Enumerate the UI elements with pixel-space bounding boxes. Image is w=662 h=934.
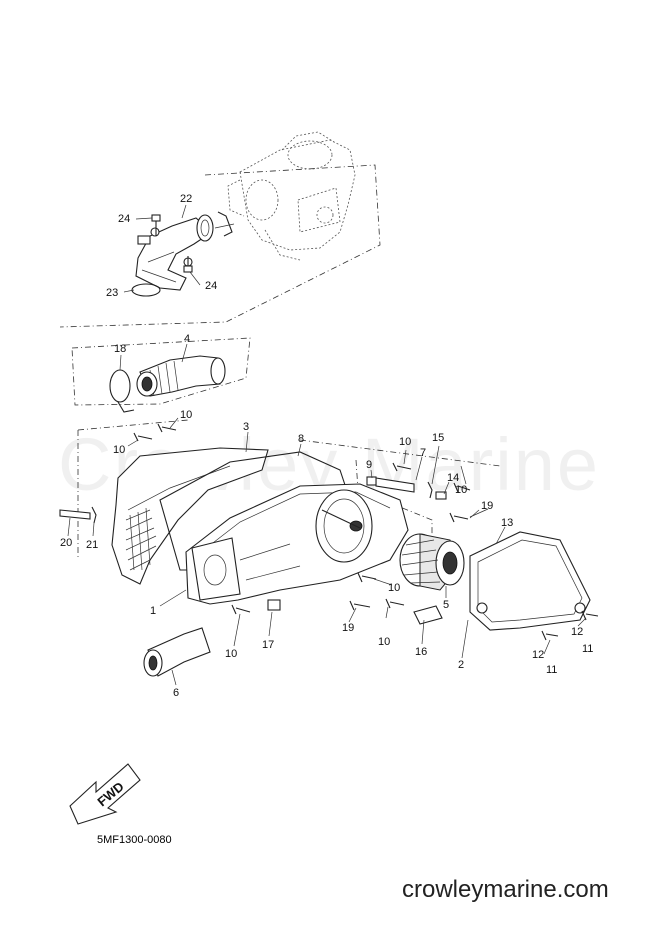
callout-13: 13: [501, 517, 513, 529]
callout-10-c: 10: [399, 436, 411, 448]
callout-14: 14: [447, 472, 459, 484]
clip-15: [427, 481, 433, 499]
holder-17: [267, 599, 281, 611]
clip-21: [91, 506, 97, 524]
callout-20: 20: [60, 537, 72, 549]
o-ring-23: [131, 283, 161, 297]
callout-24-upper: 24: [118, 213, 130, 225]
callout-8: 8: [298, 433, 304, 445]
callout-22: 22: [180, 193, 192, 205]
callout-9: 9: [366, 459, 372, 471]
callout-19-b: 19: [342, 622, 354, 634]
callout-3: 3: [243, 421, 249, 433]
callout-labels: 22 24 23 24 4 18 10 10 3 8 10 7 15 9 14 …: [60, 193, 593, 699]
callout-21: 21: [86, 539, 98, 551]
intake-joint-22: [135, 211, 235, 291]
callout-15: 15: [432, 432, 444, 444]
clamp-18: [109, 369, 135, 413]
callout-4: 4: [184, 333, 190, 345]
callout-12-a: 12: [571, 626, 583, 638]
hose-7: [375, 477, 415, 493]
callout-16: 16: [415, 646, 427, 658]
callout-6: 6: [173, 687, 179, 699]
callout-10-f: 10: [378, 636, 390, 648]
case-cover-3: [111, 447, 269, 585]
callout-24-lower: 24: [205, 280, 217, 292]
site-url: crowleymarine.com: [402, 876, 609, 903]
element-5: [399, 533, 465, 591]
aircleaner-frame: [77, 419, 501, 560]
callout-18: 18: [114, 343, 126, 355]
plug-14: [435, 491, 447, 500]
carburetor-ghost: [227, 131, 356, 261]
callout-10-e: 10: [388, 582, 400, 594]
callout-12-b: 12: [532, 649, 544, 661]
callout-10-b: 10: [113, 444, 125, 456]
drawing-code: 5MF1300-0080: [97, 834, 172, 846]
callout-5: 5: [443, 599, 449, 611]
drain-hose-20: [59, 509, 91, 520]
fwd-arrow-icon: FWD: [69, 763, 141, 825]
callout-11-a: 11: [582, 643, 593, 655]
seal-16: [413, 605, 443, 625]
callout-11-b: 11: [546, 664, 557, 676]
callout-10-a: 10: [180, 409, 192, 421]
callout-19-a: 19: [481, 500, 493, 512]
callout-23: 23: [106, 287, 118, 299]
bolt-24-lower: [183, 256, 193, 273]
leader-lines: [67, 204, 587, 686]
joint-4: [136, 355, 226, 397]
air-filter-case-1: [185, 483, 409, 605]
callout-7: 7: [420, 447, 426, 459]
callout-1: 1: [150, 605, 156, 617]
clip-9: [366, 476, 377, 486]
callout-10-g: 10: [225, 648, 237, 660]
bolts: [133, 423, 599, 641]
cover-2: [469, 531, 591, 631]
duct-6: [143, 627, 211, 677]
joint-group-frame: [71, 337, 251, 406]
carb-assembly-frame: [59, 164, 381, 328]
callout-17: 17: [262, 639, 274, 651]
callout-2: 2: [458, 659, 464, 671]
callout-10-d: 10: [455, 484, 467, 496]
